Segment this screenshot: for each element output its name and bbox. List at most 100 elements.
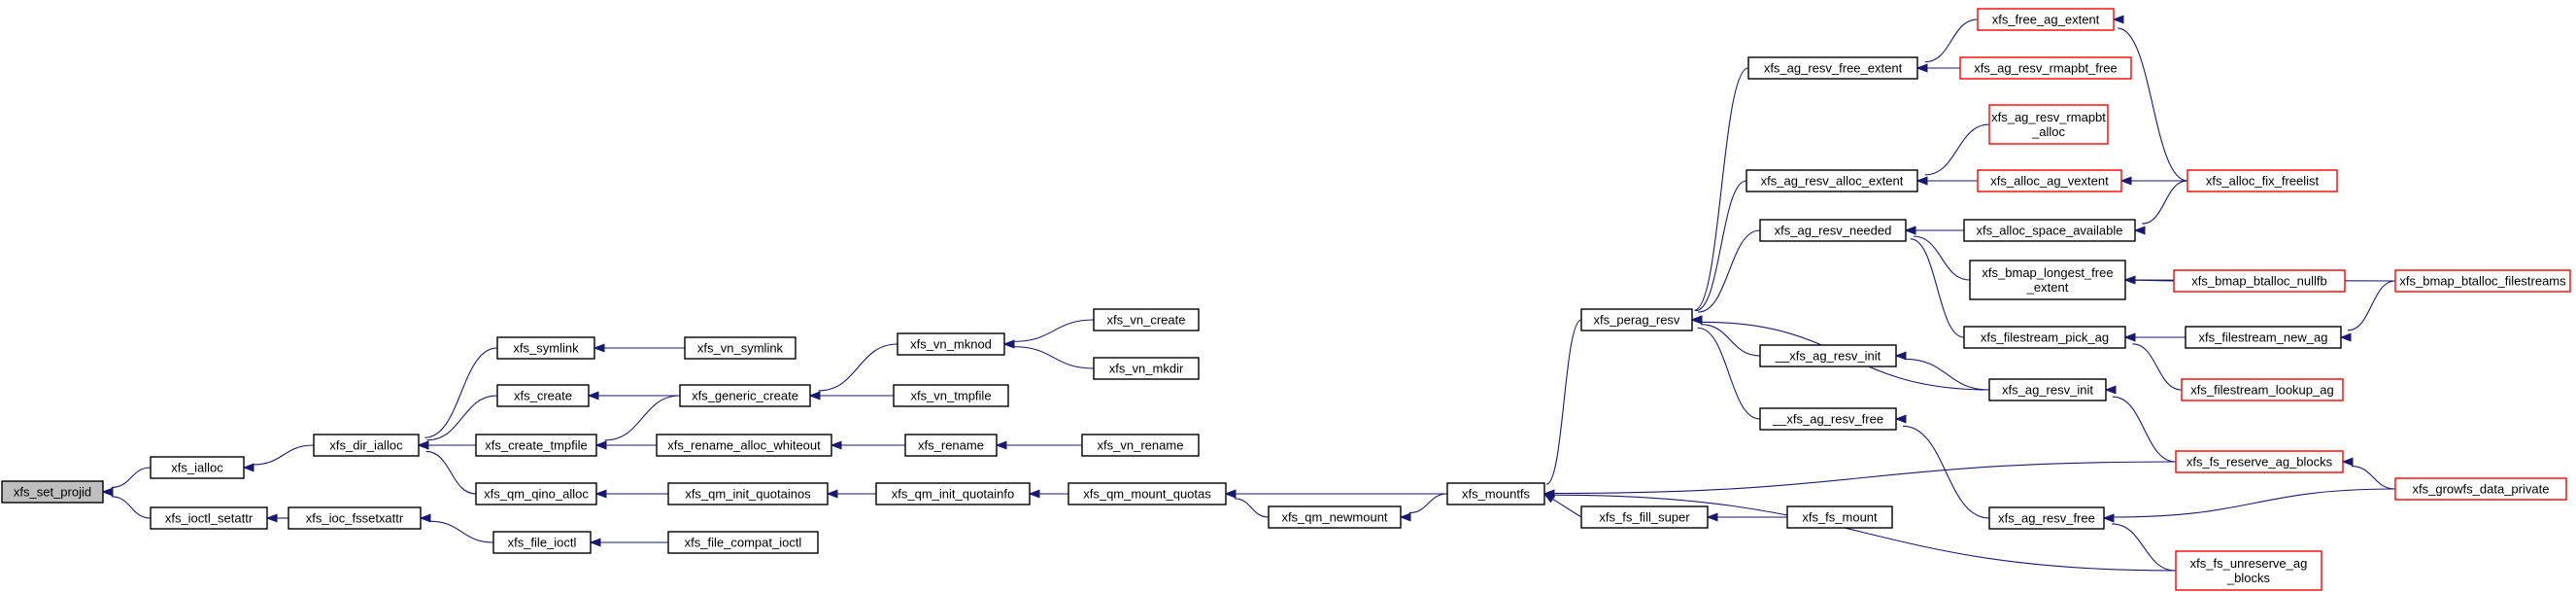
edge-line xyxy=(1553,461,2177,495)
node-xfs-ag-resv-alloc-extent[interactable]: xfs_ag_resv_alloc_extent xyxy=(1746,169,1918,192)
node-xfs-vn-mknod[interactable]: xfs_vn_mknod xyxy=(897,332,1005,356)
node-xfs-bmap-btalloc-nullfb[interactable]: xfs_bmap_btalloc_nullfb xyxy=(2173,269,2346,293)
node-box xyxy=(1746,169,1918,192)
node-box xyxy=(2181,378,2344,401)
node-box xyxy=(1959,56,2132,80)
edge-line xyxy=(2142,180,2188,225)
node-box xyxy=(1759,344,1897,367)
node-xfs-qm-qino-alloc[interactable]: xfs_qm_qino_alloc xyxy=(475,482,597,505)
edge-xfs-symlink-to-xfs-dir-ialloc xyxy=(417,347,498,450)
node-xfs-ag-resv-rmapbt-alloc[interactable]: xfs_ag_resv_rmapbt_alloc xyxy=(1988,104,2109,145)
node-xfs-filestream-pick-ag[interactable]: xfs_filestream_pick_ag xyxy=(1963,326,2126,349)
node-xfs-fs-mount[interactable]: xfs_fs_mount xyxy=(1786,505,1893,529)
node-xfs-ioctl-setattr[interactable]: xfs_ioctl_setattr xyxy=(150,506,268,530)
edge-line xyxy=(2347,280,2396,331)
node-xfs-ag-resv-free[interactable]: __xfs_ag_resv_free xyxy=(1759,407,1897,431)
node-xfs-create[interactable]: xfs_create xyxy=(496,384,590,407)
edge-arrowhead xyxy=(242,463,254,472)
node-xfs-vn-tmpfile[interactable]: xfs_vn_tmpfile xyxy=(893,384,1009,407)
node-label: xfs_filestream_lookup_ag xyxy=(2190,383,2333,398)
node-xfs-filestream-new-ag[interactable]: xfs_filestream_new_ag xyxy=(2185,326,2342,349)
node-xfs-symlink[interactable]: xfs_symlink xyxy=(496,336,595,360)
edge-line xyxy=(1700,324,1761,357)
node-xfs-qm-mount-quotas[interactable]: xfs_qm_mount_quotas xyxy=(1068,482,1227,505)
node-label: xfs_file_compat_ioctl xyxy=(685,536,802,550)
node-xfs-ag-resv-needed[interactable]: xfs_ag_resv_needed xyxy=(1759,219,1907,242)
edge-xfs-qm-qino-alloc-to-xfs-dir-ialloc xyxy=(417,440,477,495)
node-xfs-file-ioctl[interactable]: xfs_file_ioctl xyxy=(492,531,592,554)
node-xfs-ioc-fssetxattr[interactable]: xfs_ioc_fssetxattr xyxy=(288,506,422,530)
node-label: xfs_qm_init_quotainos xyxy=(685,487,811,502)
node-label: xfs_ag_resv_free_extent xyxy=(1764,61,1903,76)
node-xfs-set-projid[interactable]: xfs_set_projid xyxy=(1,480,104,504)
node-xfs-mountfs[interactable]: xfs_mountfs xyxy=(1446,482,1545,505)
node-box xyxy=(1969,260,2126,300)
node-xfs-file-compat-ioctl[interactable]: xfs_file_compat_ioctl xyxy=(667,531,819,554)
edge-line xyxy=(111,496,152,519)
node-xfs-qm-newmount[interactable]: xfs_qm_newmount xyxy=(1268,505,1402,529)
edge-xfs-fs-unreserve-ag-blocks-to-xfs-ag-resv-free xyxy=(2102,513,2177,572)
edge-xfs-ag-resv-free-extent-to-xfs-perag-resv xyxy=(1690,67,1749,325)
node-xfs-bmap-longest-free-extent[interactable]: xfs_bmap_longest_free_extent xyxy=(1969,260,2126,300)
edge-xfs-rename-alloc-whiteout-to-xfs-create-tmpfile xyxy=(594,440,658,450)
node-xfs-alloc-fix-freelist[interactable]: xfs_alloc_fix_freelist xyxy=(2186,169,2338,192)
node-xfs-perag-resv[interactable]: xfs_perag_resv xyxy=(1580,308,1693,331)
edge-xfs-ag-resv-rmapbt-free-to-xfs-ag-resv-free-extent xyxy=(1915,63,1960,73)
edge-line xyxy=(2112,396,2177,463)
node-box xyxy=(1759,219,1907,242)
edge-line xyxy=(429,520,494,543)
edge-arrowhead xyxy=(1894,351,1907,361)
node-xfs-ag-resv-free[interactable]: xfs_ag_resv_free xyxy=(1988,506,2105,530)
node-label: xfs_rename xyxy=(918,438,984,453)
edge-arrowhead xyxy=(594,489,607,499)
edge-line xyxy=(818,343,898,392)
node-xfs-rename-alloc-whiteout[interactable]: xfs_rename_alloc_whiteout xyxy=(656,434,832,457)
edge-arrowhead xyxy=(2339,332,2352,342)
node-label: xfs_ag_resv_alloc_extent xyxy=(1761,174,1904,189)
node-xfs-vn-symlink[interactable]: xfs_vn_symlink xyxy=(684,336,797,360)
node-box xyxy=(875,482,1031,505)
node-xfs-create-tmpfile[interactable]: xfs_create_tmpfile xyxy=(475,434,597,457)
edge-arrowhead xyxy=(1542,489,1555,499)
node-xfs-ag-resv-rmapbt-free[interactable]: xfs_ag_resv_rmapbt_free xyxy=(1959,56,2132,80)
edge-xfs-mountfs-to-xfs-qm-newmount xyxy=(1399,493,1448,522)
node-label: xfs_perag_resv xyxy=(1594,313,1680,328)
node-box xyxy=(2394,269,2571,293)
node-label: xfs_vn_mknod xyxy=(910,337,992,352)
node-box xyxy=(1093,357,1200,380)
node-xfs-vn-rename[interactable]: xfs_vn_rename xyxy=(1081,434,1200,457)
node-xfs-fs-reserve-ag-blocks[interactable]: xfs_fs_reserve_ag_blocks xyxy=(2175,450,2344,473)
node-label: xfs_vn_create xyxy=(1107,313,1186,328)
node-xfs-free-ag-extent[interactable]: xfs_free_ag_extent xyxy=(1977,8,2115,31)
node-xfs-alloc-space-available[interactable]: xfs_alloc_space_available xyxy=(1963,219,2136,242)
node-label: xfs_qm_newmount xyxy=(1281,510,1387,525)
node-xfs-fs-unreserve-ag-blocks[interactable]: xfs_fs_unreserve_ag_blocks xyxy=(2175,550,2322,591)
node-xfs-growfs-data-private[interactable]: xfs_growfs_data_private xyxy=(2394,477,2567,501)
node-xfs-generic-create[interactable]: xfs_generic_create xyxy=(679,384,811,407)
node-xfs-qm-init-quotainfo[interactable]: xfs_qm_init_quotainfo xyxy=(875,482,1031,505)
node-xfs-ag-resv-init[interactable]: __xfs_ag_resv_init xyxy=(1759,344,1897,367)
node-xfs-fs-fill-super[interactable]: xfs_fs_fill_super xyxy=(1580,505,1709,529)
node-label: xfs_vn_rename xyxy=(1098,438,1184,453)
edge-arrowhead xyxy=(808,391,821,400)
node-xfs-filestream-lookup-ag[interactable]: xfs_filestream_lookup_ag xyxy=(2181,378,2344,401)
node-xfs-ag-resv-free-extent[interactable]: xfs_ag_resv_free_extent xyxy=(1747,56,1918,80)
node-xfs-qm-init-quotainos[interactable]: xfs_qm_init_quotainos xyxy=(667,482,829,505)
edge-line xyxy=(1553,494,2177,572)
node-xfs-bmap-btalloc-filestreams[interactable]: xfs_bmap_btalloc_filestreams xyxy=(2394,269,2571,293)
node-label: xfs_ioc_fssetxattr xyxy=(306,511,404,526)
node-xfs-ialloc[interactable]: xfs_ialloc xyxy=(150,456,245,479)
node-xfs-dir-ialloc[interactable]: xfs_dir_ialloc xyxy=(313,434,420,457)
node-xfs-alloc-ag-vextent[interactable]: xfs_alloc_ag_vextent xyxy=(1977,169,2122,192)
node-xfs-ag-resv-init[interactable]: xfs_ag_resv_init xyxy=(1988,378,2107,401)
node-box xyxy=(656,434,832,457)
node-xfs-vn-mkdir[interactable]: xfs_vn_mkdir xyxy=(1093,357,1200,380)
node-box xyxy=(684,336,797,360)
node-box xyxy=(496,384,590,407)
node-xfs-rename[interactable]: xfs_rename xyxy=(904,434,998,457)
node-box xyxy=(893,384,1009,407)
node-label: xfs_qm_mount_quotas xyxy=(1083,487,1211,502)
edge-arrowhead xyxy=(1904,226,1916,235)
node-xfs-vn-create[interactable]: xfs_vn_create xyxy=(1093,308,1200,331)
edge-xfs-filestream-lookup-ag-to-xfs-filestream-pick-ag xyxy=(2123,332,2183,391)
